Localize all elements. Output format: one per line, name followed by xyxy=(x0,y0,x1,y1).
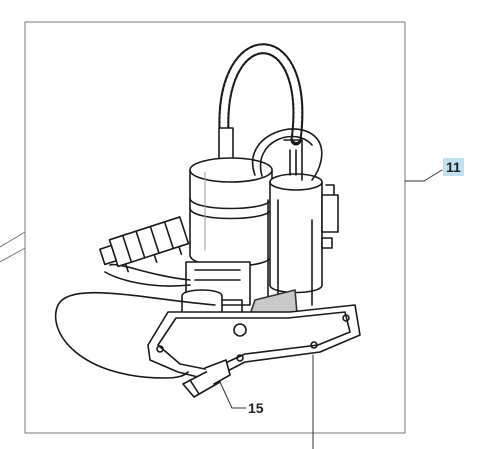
hose-fitting xyxy=(218,127,234,161)
corrugated-hose xyxy=(218,43,304,146)
frame-leader-left xyxy=(0,231,26,263)
leader-line-11 xyxy=(404,169,443,182)
cable-loop xyxy=(54,291,216,379)
top-wiring xyxy=(251,128,323,181)
outlet-nipple xyxy=(182,359,231,398)
filter-cylinder xyxy=(269,139,323,294)
leader-line-15 xyxy=(219,381,247,409)
callout-label-11: 11 xyxy=(443,158,464,176)
mounting-flange xyxy=(147,304,361,381)
electrical-connector xyxy=(99,216,190,273)
assembly-frame xyxy=(24,21,406,434)
side-fitting xyxy=(321,184,339,249)
wiring-harness xyxy=(104,263,191,287)
pump-canister xyxy=(189,157,273,267)
callout-label-15: 15 xyxy=(248,400,264,416)
